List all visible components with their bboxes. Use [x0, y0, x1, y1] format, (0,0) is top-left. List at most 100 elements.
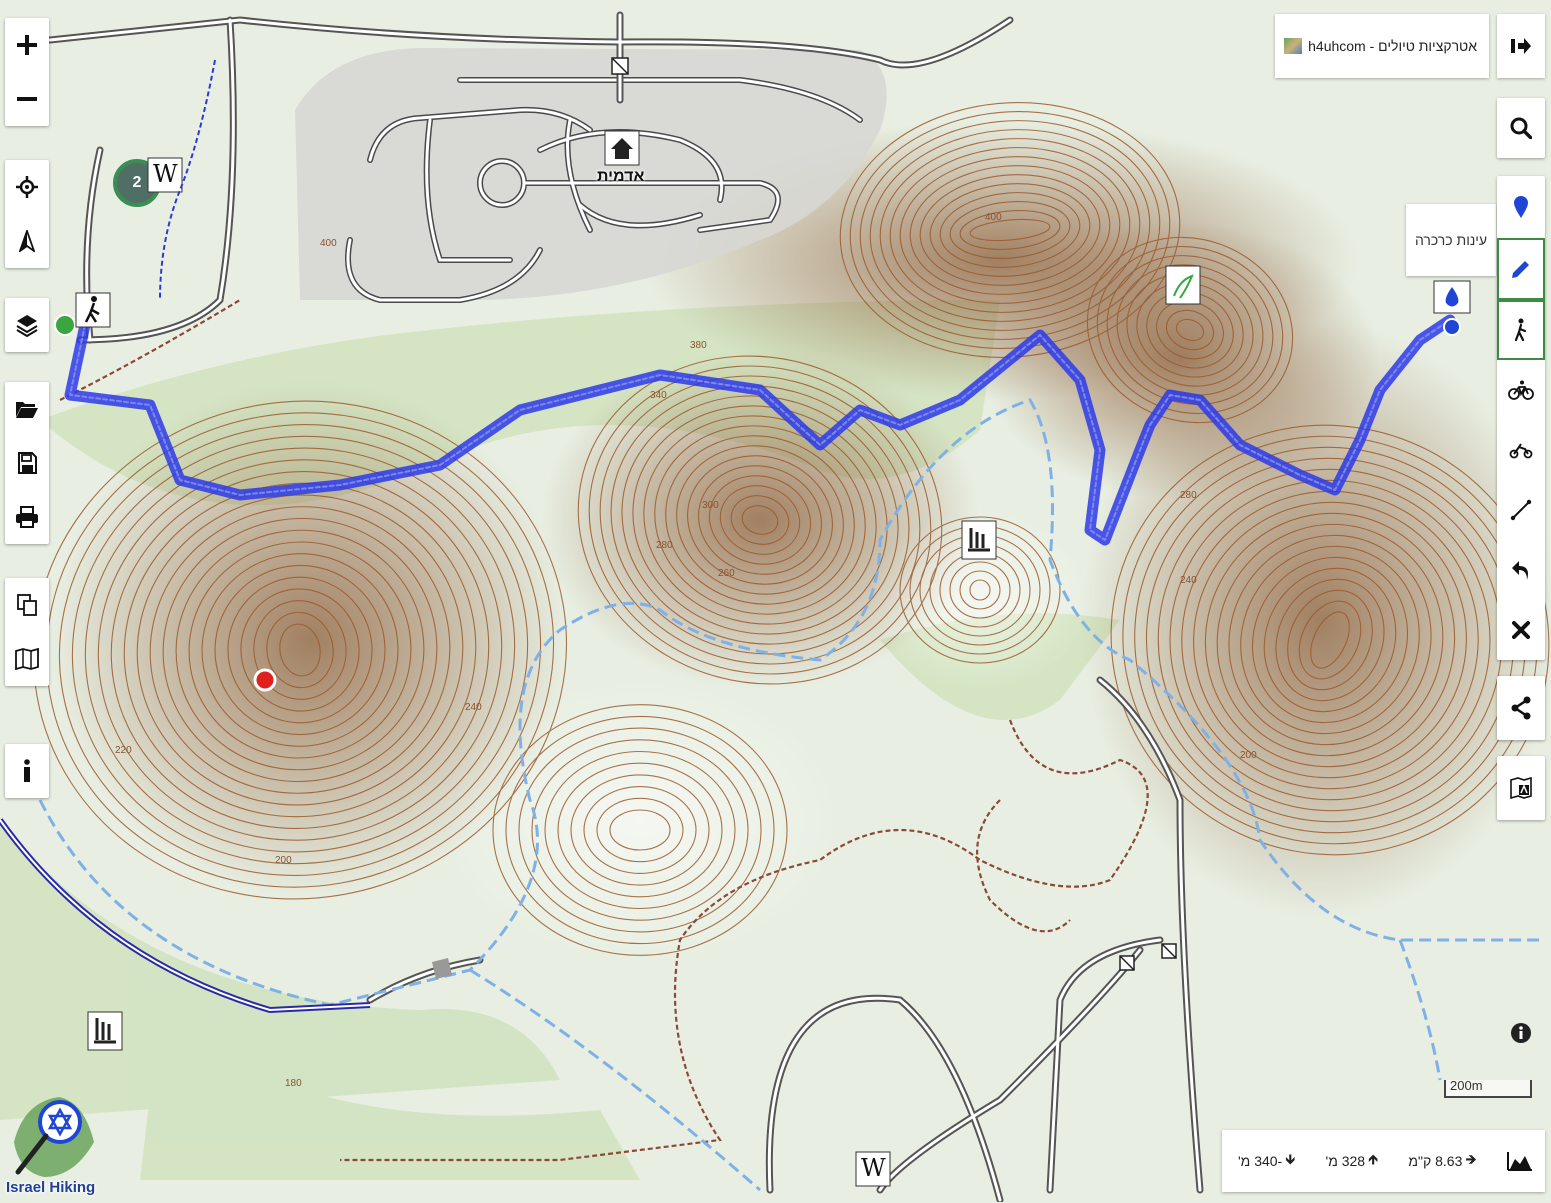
north-button[interactable]	[5, 214, 49, 268]
end-point-marker[interactable]	[1443, 318, 1461, 336]
search-button[interactable]	[1497, 98, 1545, 158]
wiki-poi-icon-bottom[interactable]	[855, 1151, 891, 1187]
hiking-mode-button[interactable]	[1497, 300, 1545, 360]
descent-arrow-icon: 🡻	[1285, 1151, 1296, 1167]
layers-button[interactable]	[5, 298, 49, 352]
route-statistics-panel[interactable]: 🡻 -340 מ' 🡹 328 מ' 🡺 8.63 ק"מ	[1222, 1130, 1545, 1192]
contour-line	[859, 120, 1161, 340]
print-button[interactable]	[5, 490, 49, 544]
elevation-chart-icon[interactable]	[1506, 1151, 1533, 1171]
contour-line	[1216, 523, 1444, 757]
water-poi-icon[interactable]	[1433, 280, 1471, 314]
zoom-in-icon	[17, 35, 37, 55]
file-controls	[5, 382, 49, 544]
info-control	[5, 744, 49, 798]
wiki-letter: W	[153, 160, 178, 188]
contour-line	[71, 435, 529, 865]
contour-line	[596, 797, 684, 863]
zoom-out-button[interactable]	[5, 72, 49, 126]
contour-line	[97, 459, 503, 841]
road-junction-icon	[1119, 955, 1135, 971]
copy-button[interactable]	[5, 578, 49, 632]
app-title-card[interactable]: h4uhcom - אטרקציות טיולים	[1275, 14, 1489, 78]
contour-line	[32, 400, 568, 900]
copy-icon	[17, 594, 37, 616]
contour-line	[665, 435, 855, 605]
wiki-poi-icon[interactable]	[147, 157, 183, 193]
contour-line	[609, 809, 671, 851]
settlement-home-icon[interactable]	[604, 130, 640, 166]
contour-line	[175, 529, 425, 771]
info-button[interactable]	[5, 744, 49, 798]
contour-line	[1146, 291, 1234, 369]
straight-line-button[interactable]	[1497, 480, 1545, 540]
share-button[interactable]	[1497, 676, 1545, 740]
marker-button[interactable]	[1497, 176, 1545, 238]
contour-label: 200	[1240, 750, 1257, 761]
start-point-marker[interactable]	[54, 314, 76, 336]
bicycle-mode-button[interactable]	[1497, 360, 1545, 420]
contour-line	[1228, 534, 1432, 746]
scale-bar: 200m	[1444, 1072, 1532, 1098]
ascent-arrow-icon: 🡹	[1368, 1151, 1379, 1167]
scale-label: 200m	[1450, 1078, 1483, 1093]
contour-line	[583, 786, 697, 874]
red-poi-marker[interactable]	[253, 668, 277, 692]
logo-mark-icon	[14, 1097, 94, 1177]
route-tools	[1497, 176, 1545, 660]
open-file-button[interactable]	[5, 382, 49, 436]
save-button[interactable]	[5, 436, 49, 490]
contour-line	[730, 495, 790, 545]
contour-line	[610, 385, 910, 655]
contour-label: 340	[650, 390, 667, 401]
ascent-stat: 🡹 328 מ'	[1326, 1149, 1379, 1173]
contour-line	[136, 494, 464, 806]
map-info-button[interactable]	[1500, 1012, 1542, 1054]
clear-icon	[1512, 621, 1530, 639]
offroad-mode-button[interactable]	[1497, 420, 1545, 480]
ruins-poi-icon[interactable]	[961, 520, 997, 560]
hiker-poi-icon[interactable]	[75, 292, 111, 328]
layers-control	[5, 298, 49, 352]
poi-tooltip-text: עינות כרכרה	[1414, 232, 1488, 248]
clear-route-button[interactable]	[1497, 600, 1545, 660]
contour-line	[1251, 556, 1409, 724]
contour-label: 240	[465, 702, 482, 713]
locate-button[interactable]	[5, 160, 49, 214]
share-control	[1497, 676, 1545, 740]
draw-route-button[interactable]	[1497, 238, 1545, 300]
contour-line	[1136, 282, 1244, 378]
zoom-in-button[interactable]	[5, 18, 49, 72]
language-button[interactable]	[1497, 756, 1545, 820]
contour-label: 400	[985, 212, 1002, 223]
search-icon	[1510, 117, 1532, 139]
contour-line	[214, 564, 386, 736]
planned-route[interactable]	[64, 314, 1456, 546]
israel-hiking-logo[interactable]: Israel Hiking	[4, 1082, 104, 1198]
contour-line	[1165, 309, 1215, 351]
contour-line	[84, 447, 516, 853]
contour-line	[654, 425, 866, 615]
contour-line	[929, 183, 1091, 277]
contour-line	[1157, 468, 1503, 812]
contour-line	[492, 704, 788, 956]
app-thumbnail-icon	[1284, 38, 1303, 54]
contour-line	[969, 218, 1051, 242]
map-book-button[interactable]	[5, 632, 49, 686]
undo-icon	[1512, 561, 1528, 580]
contour-line	[919, 174, 1101, 286]
contour-line	[123, 482, 477, 818]
contour-line	[162, 517, 438, 783]
contour-line	[188, 541, 412, 759]
map-book-icon	[15, 648, 39, 670]
contour-label: 260	[718, 568, 735, 579]
zoom-controls	[5, 18, 49, 126]
exit-button[interactable]	[1497, 14, 1545, 78]
undo-button[interactable]	[1497, 540, 1545, 600]
ruins-poi-icon-left[interactable]	[87, 1011, 123, 1051]
contour-lines	[32, 102, 1550, 956]
contour-line	[869, 129, 1151, 331]
scale-bar-line	[1444, 1080, 1532, 1098]
spring-poi-icon[interactable]	[1165, 265, 1201, 305]
